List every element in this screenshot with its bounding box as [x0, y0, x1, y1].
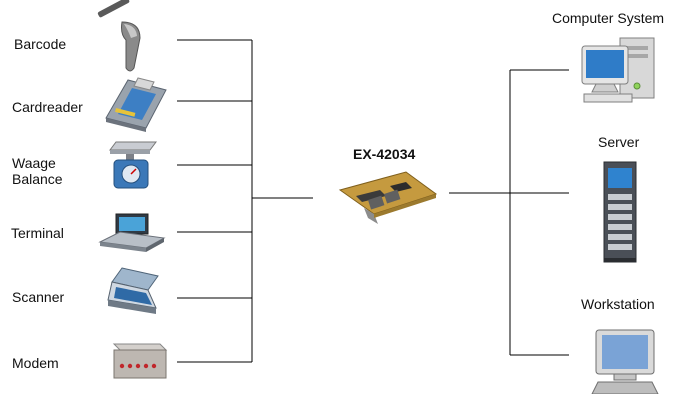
scale-icon	[109, 141, 157, 189]
device-label-terminal: Terminal	[11, 225, 64, 241]
flatbed-scanner-icon	[107, 267, 159, 314]
workstation-icon	[591, 329, 659, 394]
device-label-scale: Waage Balance	[12, 155, 63, 187]
device-label-cardreader: Cardreader	[12, 99, 83, 115]
card-title: EX-42034	[353, 146, 416, 162]
device-label-server: Server	[598, 134, 640, 150]
terminal-icon	[98, 213, 166, 252]
pci-serial-card-icon	[338, 171, 438, 224]
device-label-scanner: Scanner	[12, 289, 65, 305]
device-label-computer-system: Computer System	[552, 10, 665, 26]
modem-icon	[112, 343, 168, 379]
server-tower-icon	[603, 161, 637, 263]
device-label-barcode: Barcode	[14, 36, 67, 52]
device-label-modem: Modem	[12, 355, 59, 371]
barcode-scanner-icon	[97, 0, 141, 72]
device-label-workstation: Workstation	[581, 296, 655, 312]
computer-system-icon	[581, 37, 655, 103]
card-reader-icon	[105, 77, 167, 132]
